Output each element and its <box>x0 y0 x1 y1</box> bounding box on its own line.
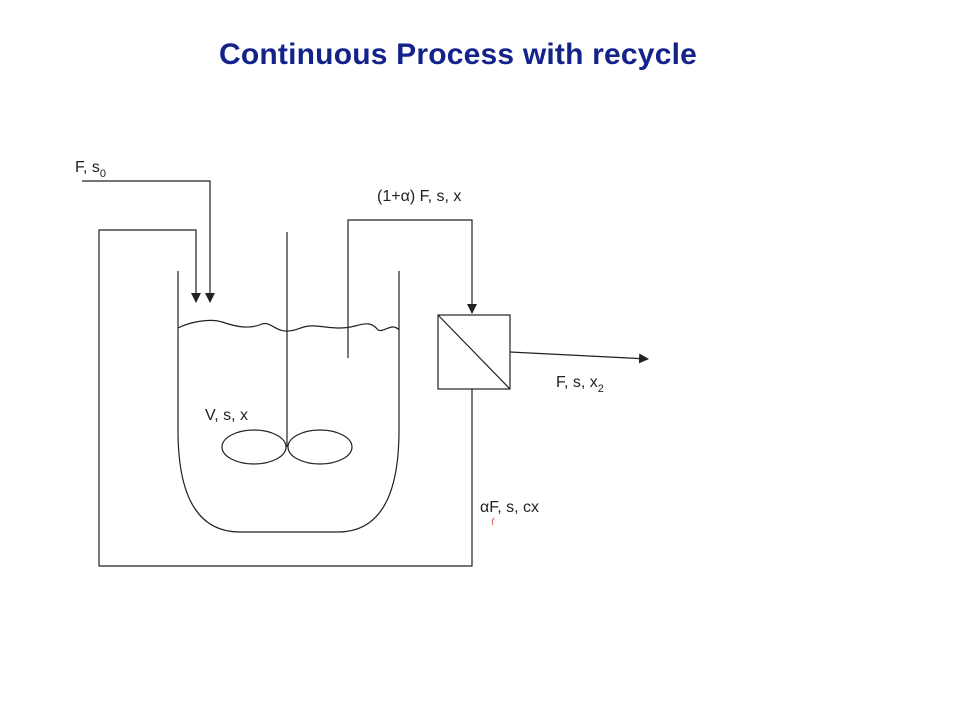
membrane-diagonal <box>437 314 511 390</box>
feed-line <box>82 180 215 303</box>
feed-label: F, s0 <box>75 159 106 180</box>
impeller-blade-left <box>221 429 287 465</box>
impeller-blade-right <box>287 429 353 465</box>
outlet-line <box>509 351 649 364</box>
recycle-stream-label: (1+α) F, s, x <box>377 188 461 205</box>
page-title: Continuous Process with recycle <box>219 38 697 71</box>
return-stream-label: αF, s, cx <box>480 499 539 516</box>
liquid-surface <box>177 319 400 332</box>
reactor-tank <box>177 271 400 533</box>
withdrawal-line <box>347 219 477 358</box>
stray-mark <box>491 517 495 526</box>
recycle-return-line <box>98 229 473 567</box>
outlet-label: F, s, x2 <box>556 374 604 395</box>
reactor-contents-label: V, s, x <box>205 407 248 424</box>
